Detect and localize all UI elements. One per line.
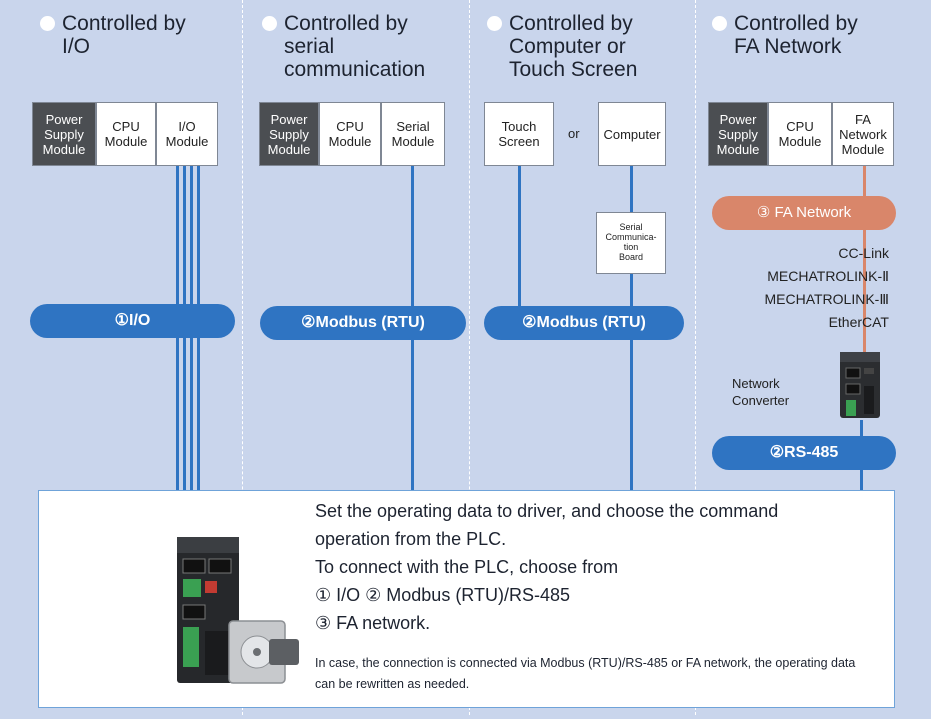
- fa-network-list: CC-Link MECHATROLINK-Ⅱ MECHATROLINK-Ⅲ Et…: [764, 242, 889, 334]
- column-divider: [242, 0, 243, 715]
- column-heading-serial: Controlled by serial communication: [262, 12, 472, 81]
- column-heading-io: Controlled by I/O: [40, 12, 250, 58]
- fa-network-cable: [863, 166, 866, 366]
- heading-line: I/O: [62, 35, 91, 58]
- driver-and-motor-image: [177, 537, 299, 684]
- heading-line: Controlled by: [62, 12, 186, 35]
- info-text: operation from the PLC.: [315, 529, 507, 549]
- bullet-icon: [712, 16, 727, 31]
- network-type: MECHATROLINK-Ⅲ: [764, 291, 889, 307]
- or-label: or: [568, 126, 580, 141]
- modbus-bus-label: ②Modbus (RTU): [484, 306, 684, 340]
- network-type: CC-Link: [838, 245, 889, 261]
- rs485-bus-label: ②RS-485: [712, 436, 896, 470]
- info-text: ① I/O ② Modbus (RTU)/RS-485: [315, 585, 571, 605]
- network-converter-label: Network Converter: [732, 376, 790, 408]
- computer-box: Computer: [598, 102, 666, 166]
- network-type: EtherCAT: [828, 314, 889, 330]
- bullet-icon: [487, 16, 502, 31]
- modbus-bus-label: ②Modbus (RTU): [260, 306, 466, 340]
- heading-line: communication: [284, 58, 426, 81]
- column-heading-computer: Controlled by Computer or Touch Screen: [487, 12, 697, 81]
- heading-line: FA Network: [734, 35, 842, 58]
- heading-line: Controlled by: [734, 12, 858, 35]
- bullet-icon: [40, 16, 55, 31]
- heading-line: Computer or: [509, 35, 626, 58]
- heading-line: Controlled by: [284, 12, 408, 35]
- serial-communication-board: Serial Communica- tion Board: [596, 212, 666, 274]
- info-text: ③ FA network.: [315, 613, 431, 633]
- column-divider: [695, 0, 696, 715]
- info-text: Set the operating data to driver, and ch…: [315, 501, 779, 521]
- heading-line: serial: [284, 35, 335, 58]
- bullet-icon: [262, 16, 277, 31]
- network-converter-device: [840, 352, 880, 418]
- touch-screen-wire: [518, 166, 521, 306]
- column-heading-fa-network: Controlled by FA Network: [712, 12, 922, 58]
- info-text: To connect with the PLC, choose from: [315, 557, 619, 577]
- info-note: In case, the connection is connected via…: [315, 656, 856, 691]
- network-type: MECHATROLINK-Ⅱ: [767, 268, 889, 284]
- heading-line: Controlled by: [509, 12, 633, 35]
- heading-line: Touch Screen: [509, 58, 638, 81]
- io-bus-label: ①I/O: [30, 304, 235, 338]
- fa-network-label: ③ FA Network: [712, 196, 896, 230]
- description-box: Set the operating data to driver, and ch…: [38, 490, 895, 708]
- column-divider: [469, 0, 470, 715]
